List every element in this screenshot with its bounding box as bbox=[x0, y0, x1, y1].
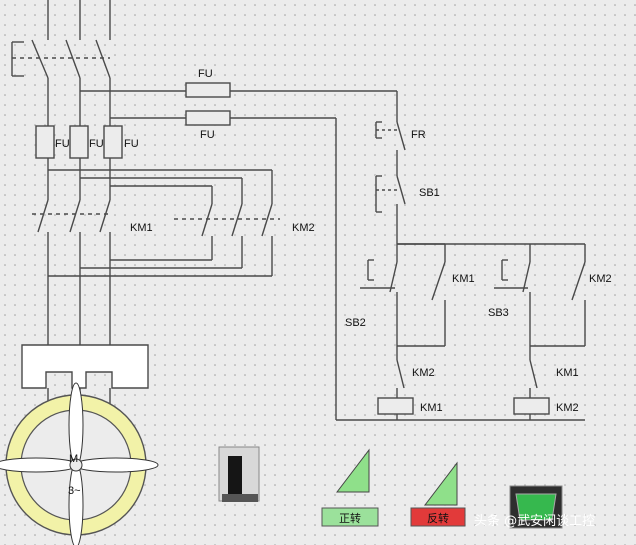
km1-coil-label: KM1 bbox=[420, 402, 443, 414]
km1-aux-label: KM1 bbox=[452, 273, 475, 285]
run-indicator-button[interactable] bbox=[509, 485, 563, 529]
reverse-button-label: 反转 bbox=[427, 511, 449, 525]
sb1-label: SB1 bbox=[419, 187, 440, 199]
reverse-button[interactable]: 反转 bbox=[410, 507, 466, 527]
km2-aux-label: KM2 bbox=[589, 273, 612, 285]
fuse-label-top: FU bbox=[198, 68, 213, 80]
motor-label-m: M bbox=[69, 453, 78, 465]
forward-indicator-triangle bbox=[335, 448, 370, 493]
fuse-label-3: FU bbox=[124, 138, 139, 150]
km1-interlock-label: KM1 bbox=[556, 367, 579, 379]
sb2-label: SB2 bbox=[345, 317, 366, 329]
km1-main-label: KM1 bbox=[130, 222, 153, 234]
forward-button-label: 正转 bbox=[339, 511, 361, 525]
toggle-switch[interactable] bbox=[218, 446, 260, 502]
km2-coil-label: KM2 bbox=[556, 402, 579, 414]
fuse-label-1: FU bbox=[55, 138, 70, 150]
reverse-indicator-triangle bbox=[423, 461, 458, 506]
wiring bbox=[11, 0, 586, 421]
watermark: 头条 @武安闲谈工控 bbox=[474, 513, 595, 529]
fr-label: FR bbox=[411, 129, 426, 141]
fuse-label-2: FU bbox=[89, 138, 104, 150]
motor-label-phase: 3~ bbox=[68, 485, 81, 497]
fuse-label-bottom: FU bbox=[200, 129, 215, 141]
motor-fan-icon bbox=[0, 382, 159, 545]
km2-main-label: KM2 bbox=[292, 222, 315, 234]
forward-button[interactable]: 正转 bbox=[321, 507, 379, 527]
km2-interlock-label: KM2 bbox=[412, 367, 435, 379]
sb3-label: SB3 bbox=[488, 307, 509, 319]
